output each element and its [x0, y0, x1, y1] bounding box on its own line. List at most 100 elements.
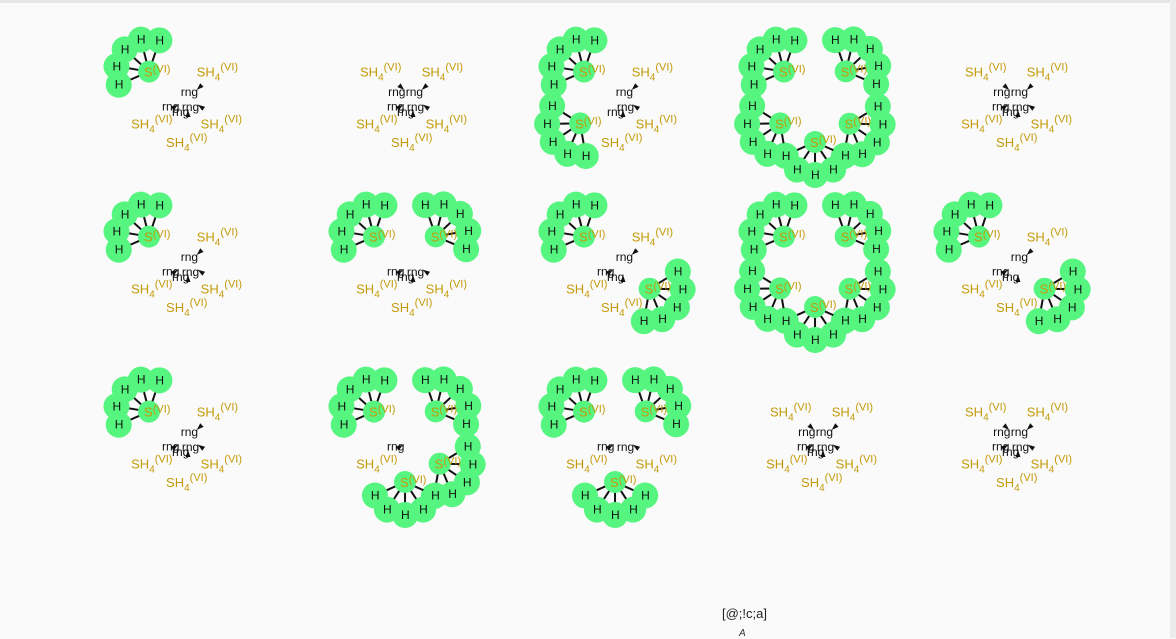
hydrogen-label: H	[337, 224, 346, 238]
hydrogen-label: H	[945, 243, 954, 257]
hydrogen-label: H	[985, 198, 994, 212]
hydrogen-label: H	[464, 399, 473, 413]
hydrogen-label: H	[640, 314, 649, 328]
ring-label: rng	[617, 440, 634, 454]
smarts-pattern-label: [@;!c;a]	[722, 606, 767, 621]
ring-label: rng	[993, 425, 1010, 439]
hydrogen-label: H	[572, 373, 581, 387]
hydrogen-label: H	[440, 197, 449, 211]
hydrogen-label: H	[380, 373, 389, 387]
hydrogen-label: H	[155, 198, 164, 212]
hydrogen-label: H	[672, 417, 681, 431]
hydrogen-label: H	[549, 135, 558, 149]
hydrogen-label: H	[850, 197, 859, 211]
sh4-group-label: SH4(VI)	[197, 401, 238, 423]
sh4-group-label: SH4(VI)	[131, 278, 172, 300]
sh4-group-label: SH4(VI)	[961, 113, 1002, 135]
sh4-group-label: SH4(VI)	[356, 278, 397, 300]
hydrogen-label: H	[749, 135, 758, 149]
ring-label: rng	[162, 265, 179, 279]
ring-label: rng	[387, 100, 404, 114]
hydrogen-label: H	[463, 475, 472, 489]
sh4-group-label: SH4(VI)	[422, 61, 463, 83]
sh4-group-label: SH4(VI)	[356, 453, 397, 475]
hydrogen-label: H	[550, 78, 559, 92]
hydrogen-label: H	[829, 328, 838, 342]
sh4-group-label: SH4(VI)	[166, 297, 207, 319]
hydrogen-label: H	[547, 59, 556, 73]
hydrogen-label: H	[879, 117, 888, 131]
sh4-group-label: SH4(VI)	[1027, 226, 1068, 248]
molecule-mol-r3c4[interactable]: SH4(VI)rngSH4(VI)rngSH4(VI)rngSH4(VI)rng…	[766, 401, 877, 494]
hydrogen-label: H	[1074, 282, 1083, 296]
hydrogen-label: H	[371, 489, 380, 503]
hydrogen-label: H	[112, 399, 121, 413]
molecule-mol-r1c5[interactable]: SH4(VI)rngSH4(VI)rngSH4(VI)rngSH4(VI)rng…	[961, 61, 1072, 154]
sh4-group-label: SH4(VI)	[632, 61, 673, 83]
ring-label: rng	[1011, 425, 1028, 439]
ring-label: rng	[181, 250, 198, 264]
hydrogen-label: H	[790, 33, 799, 47]
molecule-mol-r2c4[interactable]: HHHHHS(VI)HHHHHS(VI)HHHHHS(VI)HHHHHS(VI)…	[734, 191, 896, 353]
hydrogen-label: H	[873, 135, 882, 149]
sh4-group-label: SH4(VI)	[566, 278, 607, 300]
sh4-group-label: SH4(VI)	[197, 61, 238, 83]
hydrogen-label: H	[750, 78, 759, 92]
hydrogen-label: H	[666, 382, 675, 396]
sh4-group-label: SH4(VI)	[996, 132, 1037, 154]
hydrogen-label: H	[674, 264, 683, 278]
sh4-group-label: SH4(VI)	[356, 113, 397, 135]
hydrogen-label: H	[440, 372, 449, 386]
hydrogen-label: H	[750, 243, 759, 257]
hydrogen-label: H	[872, 77, 881, 91]
sh4-group-label: SH4(VI)	[766, 453, 807, 475]
hydrogen-label: H	[550, 243, 559, 257]
hydrogen-label: H	[874, 224, 883, 238]
hydrogen-label: H	[858, 312, 867, 326]
hydrogen-label: H	[748, 99, 757, 113]
hydrogen-label: H	[743, 282, 752, 296]
molecule-mol-r1c4[interactable]: HHHHHS(VI)HHHHHS(VI)HHHHHS(VI)HHHHHS(VI)…	[734, 26, 896, 188]
ring-label: rng	[616, 85, 633, 99]
sh4-group-label: SH4(VI)	[566, 453, 607, 475]
hydrogen-label: H	[340, 418, 349, 432]
hydrogen-label: H	[556, 382, 565, 396]
hydrogen-label: H	[1069, 264, 1078, 278]
hydrogen-label: H	[337, 399, 346, 413]
hydrogen-label: H	[841, 148, 850, 162]
sh4-group-label: SH4(VI)	[166, 132, 207, 154]
ring-label: rng	[406, 85, 423, 99]
hydrogen-label: H	[879, 282, 888, 296]
molecule-mol-r1c2[interactable]: SH4(VI)rngSH4(VI)rngSH4(VI)rngSH4(VI)rng…	[356, 61, 467, 154]
hydrogen-label: H	[641, 488, 650, 502]
hydrogen-label: H	[743, 117, 752, 131]
hydrogen-label: H	[121, 42, 130, 56]
hydrogen-label: H	[137, 198, 146, 212]
hydrogen-label: H	[362, 198, 371, 212]
footer-note: A	[739, 628, 746, 639]
ring-label: rng	[992, 265, 1009, 279]
hydrogen-label: H	[419, 503, 428, 517]
hydrogen-label: H	[543, 117, 552, 131]
hydrogen-label: H	[679, 282, 688, 296]
hydrogen-label: H	[829, 163, 838, 177]
sh4-group-label: SH4(VI)	[801, 472, 842, 494]
molecule-mol-r3c5[interactable]: SH4(VI)rngSH4(VI)rngSH4(VI)rngSH4(VI)rng…	[961, 401, 1072, 494]
hydrogen-label: H	[448, 487, 457, 501]
molecule-mol-r3c2[interactable]: HHHHHS(VI)HHHHHS(VI)HHHHHS(VI)HHHHHS(VI)…	[328, 366, 485, 528]
hydrogen-label: H	[112, 224, 121, 238]
ring-label: rng	[798, 425, 815, 439]
ring-label: rng	[597, 265, 614, 279]
sh4-group-label: SH4(VI)	[1027, 61, 1068, 83]
hydrogen-label: H	[547, 224, 556, 238]
hydrogen-label: H	[611, 508, 620, 522]
hydrogen-label: H	[790, 198, 799, 212]
